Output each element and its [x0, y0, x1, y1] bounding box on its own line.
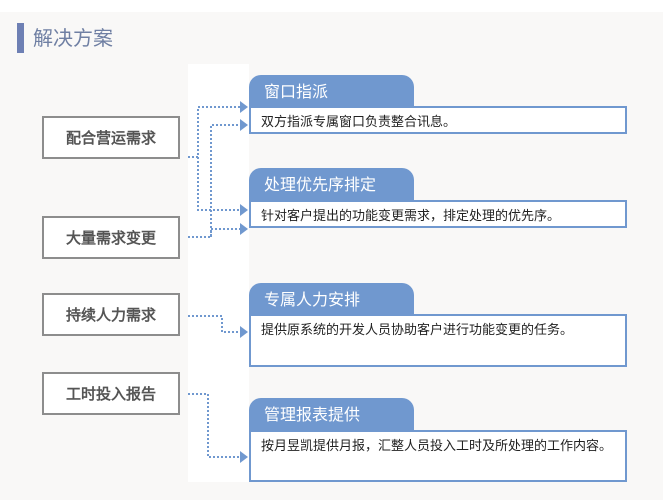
solution-desc-reports: 按月昱凯提供月报，汇整人员投入工时及所处理的工作内容。	[249, 430, 627, 482]
solution-title-window: 窗口指派	[249, 75, 414, 108]
arrow-icon	[240, 204, 248, 216]
arrow-icon	[240, 119, 248, 131]
solution-title-priority: 处理优先序排定	[249, 168, 414, 201]
solution-desc-window: 双方指派专属窗口负责整合讯息。	[249, 106, 627, 134]
arrow-icon	[240, 451, 248, 463]
arrow-icon	[240, 223, 248, 235]
solution-desc-priority: 针对客户提出的功能变更需求，排定处理的优先序。	[249, 200, 627, 228]
page-title: 解决方案	[33, 26, 113, 50]
arrow-icon	[240, 101, 248, 113]
solution-desc-staff: 提供原系统的开发人员协助客户进行功能变更的任务。	[249, 314, 627, 367]
title-accent-bar	[17, 23, 24, 53]
need-box-changes: 大量需求变更	[42, 216, 180, 259]
need-box-report: 工时投入报告	[42, 372, 180, 415]
solution-title-reports: 管理报表提供	[249, 398, 414, 431]
top-strip	[0, 0, 663, 12]
need-box-manpower: 持续人力需求	[42, 293, 180, 336]
arrow-icon	[240, 326, 248, 338]
solution-title-staff: 专属人力安排	[249, 283, 414, 316]
need-box-ops: 配合营运需求	[42, 116, 180, 159]
